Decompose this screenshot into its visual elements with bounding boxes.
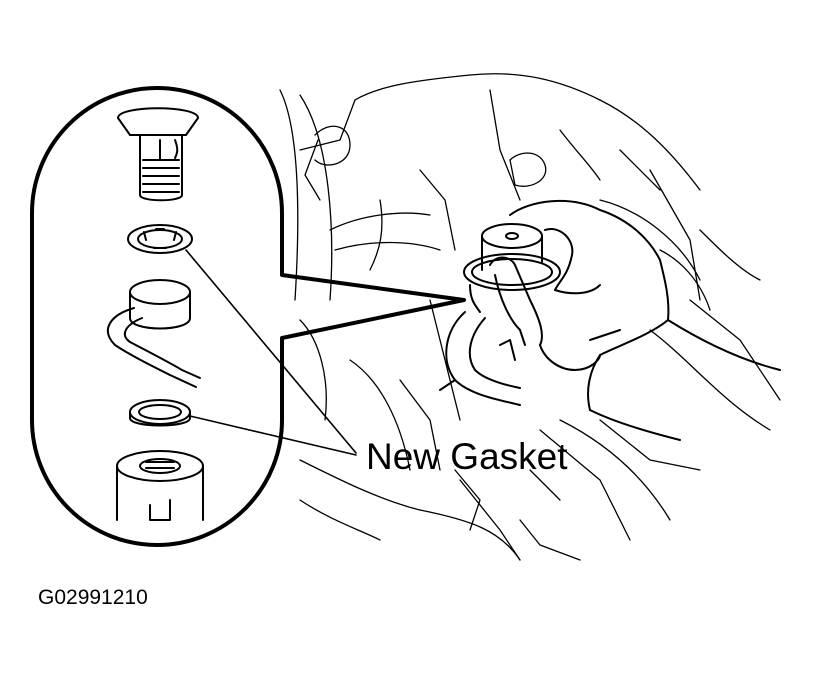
leader-lines [185,249,357,456]
upper-gasket [127,224,193,254]
lower-gasket [129,399,191,427]
figure-id: G02991210 [38,586,148,609]
new-gasket-label: New Gasket [366,436,568,477]
threaded-port [116,450,204,521]
engine-background-sketch [279,73,781,561]
union-bolt [117,107,199,202]
hand-illustration [489,199,781,441]
installed-fitting [439,223,561,406]
hose-fitting [106,279,201,388]
callout-bubble-outline [30,86,466,547]
